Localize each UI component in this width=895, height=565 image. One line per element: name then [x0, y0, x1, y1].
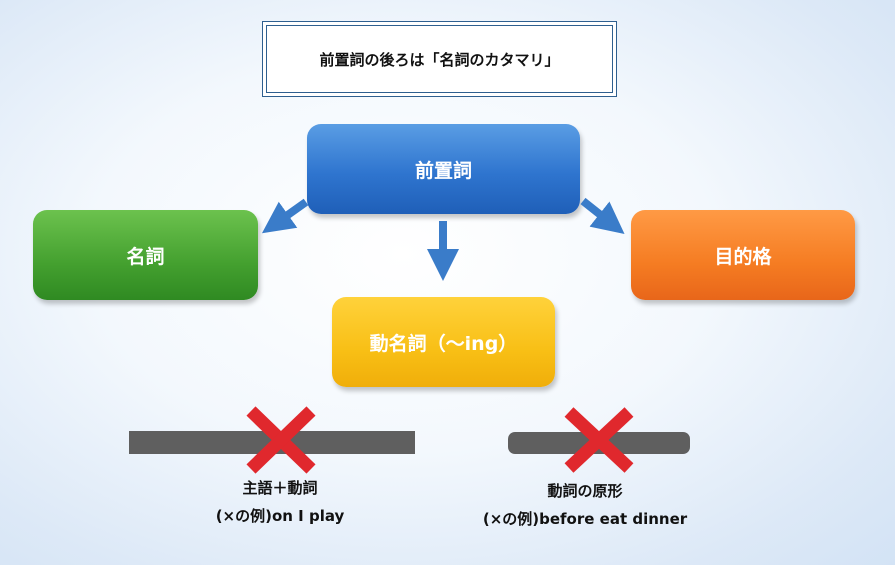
arrow-icon-right — [580, 197, 625, 234]
wrong-example-text: (×の例)before eat dinner — [482, 510, 688, 528]
node-objective-case: 目的格 — [631, 210, 855, 300]
cross-icon — [246, 406, 316, 474]
wrong-example-base-verb: 動詞の原形 (×の例)before eat dinner — [440, 477, 730, 533]
arrow-icon-left — [261, 198, 309, 234]
wrong-example-label: 動詞の原形 — [547, 482, 623, 500]
title-text: 前置詞の後ろは「名詞のカタマリ」 — [319, 50, 560, 69]
cross-icon — [564, 407, 634, 473]
node-noun: 名詞 — [33, 210, 258, 300]
node-objective-case-label: 目的格 — [714, 245, 772, 268]
node-gerund: 動名詞（～ing） — [332, 297, 555, 387]
node-preposition-label: 前置詞 — [414, 159, 472, 182]
node-gerund-label: 動名詞（～ing） — [369, 332, 518, 355]
wrong-example-text: (×の例)on I play — [215, 507, 345, 525]
node-noun-label: 名詞 — [126, 245, 165, 268]
title-box: 前置詞の後ろは「名詞のカタマリ」 — [262, 21, 617, 97]
node-preposition: 前置詞 — [307, 124, 580, 214]
wrong-example-label: 主語＋動詞 — [242, 479, 318, 497]
wrong-example-subject-verb: 主語＋動詞 (×の例)on I play — [160, 474, 400, 530]
